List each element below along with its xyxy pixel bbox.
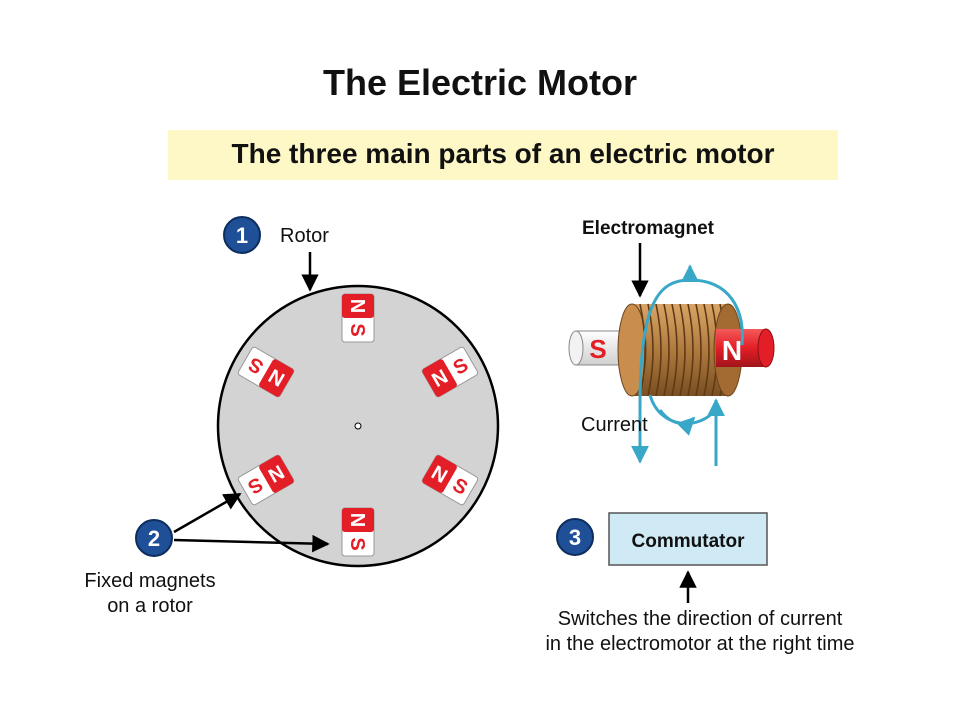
commutator-note-line1: Switches the direction of current (558, 608, 843, 630)
commutator-label: Commutator (632, 531, 746, 552)
subtitle-highlight (168, 130, 838, 180)
callout-rotor: 1 Rotor (223, 216, 329, 292)
badge-1-number: 1 (236, 223, 248, 248)
magnet-pole-s: S (346, 537, 368, 550)
fixed-magnet-upper-right: N S (421, 346, 479, 398)
magnet-pole-n: N (346, 299, 368, 313)
electromagnet: Electromagnet S N (568, 218, 775, 466)
page-title: The Electric Motor (322, 62, 638, 103)
electromagnet-label: Electromagnet (582, 218, 715, 239)
current-label: Current (581, 414, 648, 436)
badge-2-number: 2 (148, 526, 160, 551)
fixed-magnets-label-line1: Fixed magnets (84, 570, 215, 592)
north-pole-label: N (722, 335, 742, 366)
badge-2 (135, 519, 173, 557)
fixed-magnet-top: N S (341, 293, 375, 343)
fixed-magnet-bottom: N S (341, 507, 375, 557)
fixed-magnets-label-line2: on a rotor (107, 595, 193, 617)
magnet-arrow-upper (173, 492, 242, 534)
south-pole-label: S (589, 334, 606, 364)
magnet-arrow-lower (173, 534, 330, 553)
magnet-pole-s: S (346, 323, 368, 336)
commutator-box (608, 512, 768, 566)
rotor-axle (354, 422, 362, 430)
rotor-label: Rotor (280, 225, 329, 247)
fixed-magnet-upper-left: N S (237, 346, 295, 398)
badge-1 (223, 216, 261, 254)
callout-fixed-magnets: 2 Fixed magnets on a rotor (84, 492, 330, 617)
subtitle: The three main parts of an electric moto… (231, 138, 775, 169)
fixed-magnet-lower-left: N S (237, 454, 295, 506)
badge-3-number: 3 (569, 525, 581, 550)
current-lines (631, 264, 744, 466)
callout-commutator: 3 Commutator Switches the direction of c… (545, 512, 855, 655)
magnet-pole-n: N (346, 513, 368, 527)
badge-3 (556, 518, 594, 556)
commutator-note-line2: in the electromotor at the right time (545, 633, 854, 655)
fixed-magnet-lower-right: N S (421, 454, 479, 506)
